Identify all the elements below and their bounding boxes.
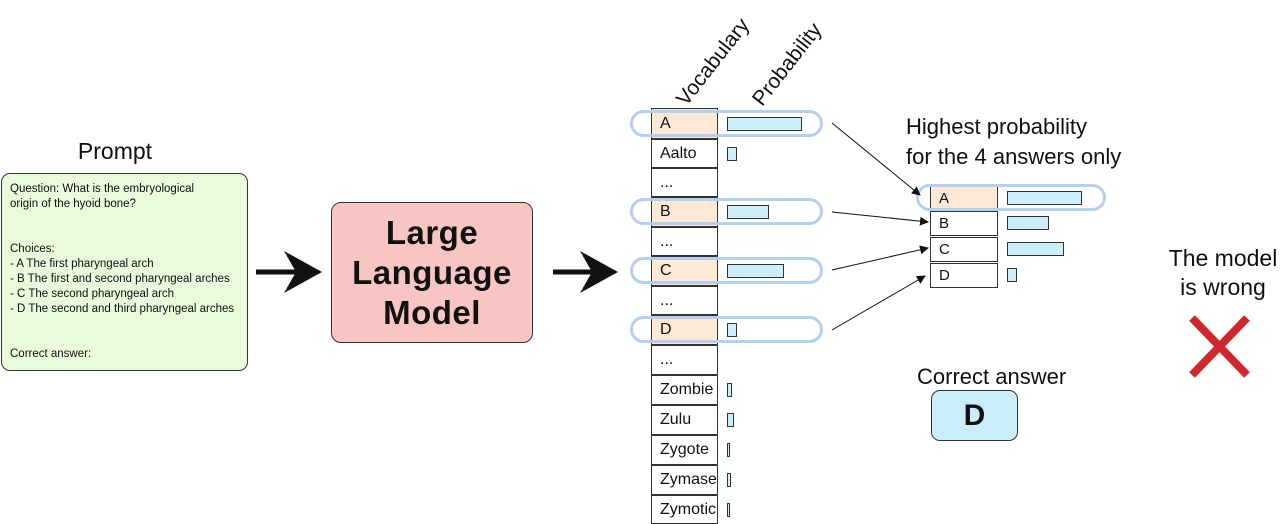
correct-answer-label: Correct answer: [917, 364, 1067, 389]
answer-cell: C: [930, 237, 998, 262]
vocab-cell: ...: [651, 345, 718, 375]
choice-line: - C The second pharyngeal arch: [10, 288, 175, 300]
probability-bar: [727, 117, 802, 131]
vocab-cell: Aalto: [651, 139, 718, 168]
correct-answer-box: D: [931, 390, 1018, 441]
prompt-choices: Choices: - A The first pharyngeal arch -…: [10, 242, 239, 317]
verdict-text: The model is wrong: [1160, 244, 1280, 302]
llm-line: Language: [352, 253, 512, 291]
vocab-cell: Zulu: [651, 405, 718, 435]
probability-bar: [727, 503, 730, 517]
probability-bar: [727, 473, 731, 487]
highlight-oval: [630, 110, 823, 137]
vocab-cell: Zygote: [651, 435, 718, 465]
vocab-cell: ...: [651, 286, 718, 315]
probability-bar: [727, 205, 769, 219]
arrow-d-to-answers: [831, 275, 926, 331]
answer-probability-bar: [1007, 242, 1064, 256]
vocab-cell: A: [651, 108, 718, 139]
prompt-correct-line: Correct answer:: [10, 348, 92, 360]
prompt-box: Question: What is the embryological orig…: [1, 173, 248, 371]
probability-bar: [727, 323, 737, 337]
answer-cell: D: [930, 263, 998, 288]
choice-line: - D The second and third pharyngeal arch…: [10, 303, 235, 315]
choices-heading: Choices:: [10, 243, 55, 255]
arrow-b-to-answers: [831, 211, 929, 226]
highlight-oval: [916, 184, 1106, 211]
answer-cell: B: [930, 211, 998, 236]
highlight-oval: [630, 316, 823, 343]
probability-bar: [727, 147, 737, 161]
probability-bar: [727, 413, 734, 427]
vocab-cell: Zymase: [651, 465, 718, 495]
choice-line: - B The first and second pharyngeal arch…: [10, 273, 230, 285]
arrow-model-to-vocabulary: [553, 251, 618, 293]
verdict-line: is wrong: [1180, 274, 1266, 300]
arrow-a-to-answers: [831, 122, 921, 196]
highest-probability-heading: Highest probability for the 4 answers on…: [906, 112, 1121, 172]
prompt-title: Prompt: [77, 138, 153, 164]
llm-line: Large: [385, 213, 479, 251]
vocab-cell: Zombie: [651, 375, 718, 405]
heading-line: for the 4 answers only: [906, 144, 1122, 169]
vocab-cell: ...: [651, 227, 718, 256]
arrow-prompt-to-model: [256, 251, 322, 293]
probability-bar: [727, 383, 732, 397]
question-line: Question: What is the embryological: [10, 183, 195, 195]
answer-probability-bar: [1007, 268, 1017, 282]
highlight-oval: [630, 198, 823, 225]
probability-bar: [727, 264, 784, 278]
probability-bar: [727, 443, 730, 457]
vocab-cell: ...: [651, 168, 718, 197]
llm-line: Model: [383, 293, 481, 331]
verdict-line: The model: [1168, 245, 1278, 271]
highlight-oval: [630, 257, 823, 284]
llm-box: Large Language Model: [331, 202, 533, 343]
choice-line: - A The first pharyngeal arch: [10, 258, 154, 270]
arrow-c-to-answers: [831, 245, 929, 271]
prompt-question: Question: What is the embryological orig…: [10, 182, 239, 212]
answer-probability-bar: [1007, 216, 1049, 230]
heading-line: Highest probability: [906, 114, 1087, 139]
cross-icon: [1189, 315, 1250, 378]
answer-probability-bar: [1007, 191, 1082, 205]
question-line: origin of the hyoid bone?: [10, 198, 136, 210]
